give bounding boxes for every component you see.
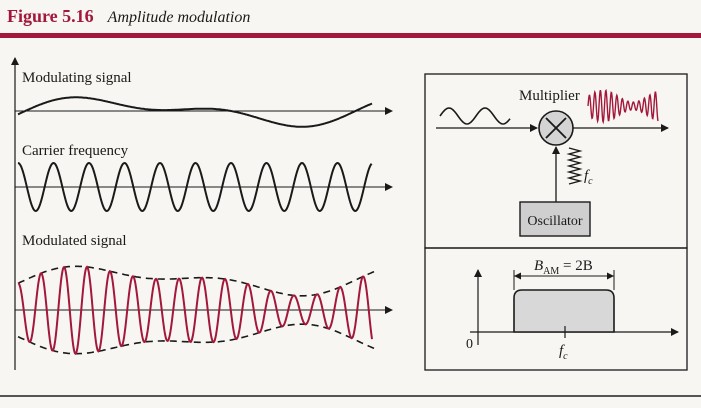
modulating-signal-label: Modulating signal	[22, 70, 132, 86]
figure-caption: Amplitude modulation	[107, 9, 251, 26]
oscillator-label: Oscillator	[527, 214, 583, 229]
spectrum-panel: BAM = 2B 0 fc	[424, 247, 688, 371]
modulating-wave	[17, 96, 373, 128]
oscillation-spring-icon	[566, 147, 583, 185]
figure-header: Figure 5.16 Amplitude modulation	[7, 6, 250, 27]
origin-label: 0	[466, 337, 473, 352]
carrier-wave	[17, 161, 373, 213]
bandwidth-arrow-left	[514, 272, 521, 280]
input-modulating-wave-icon	[439, 107, 511, 125]
signal-panel: Modulating signal Carrier frequency Modu…	[11, 57, 393, 370]
am-band	[513, 289, 615, 333]
output-am-wave-icon	[587, 88, 659, 125]
envelope-lower	[17, 323, 376, 355]
oscillator-fc-label: fc	[584, 168, 593, 187]
carrier-frequency-label: Carrier frequency	[22, 143, 129, 159]
top-rule	[0, 33, 701, 38]
bandwidth-arrow-right	[607, 272, 614, 280]
figure-number: Figure 5.16	[7, 6, 94, 26]
block-diagram-panel: Multiplier fc Oscillator	[424, 73, 688, 249]
multiplier-cross-b	[545, 117, 567, 139]
oscillator-box	[519, 201, 591, 237]
spectrum-frame	[424, 247, 688, 371]
modulated-signal-label: Modulated signal	[22, 233, 127, 249]
multiplier-label: Multiplier	[519, 88, 580, 104]
bandwidth-label: BAM = 2B	[534, 258, 593, 277]
modulated-wave	[17, 265, 373, 356]
spectrum-fc-label: fc	[559, 343, 568, 362]
envelope-upper	[17, 265, 376, 297]
bottom-rule	[0, 395, 701, 397]
